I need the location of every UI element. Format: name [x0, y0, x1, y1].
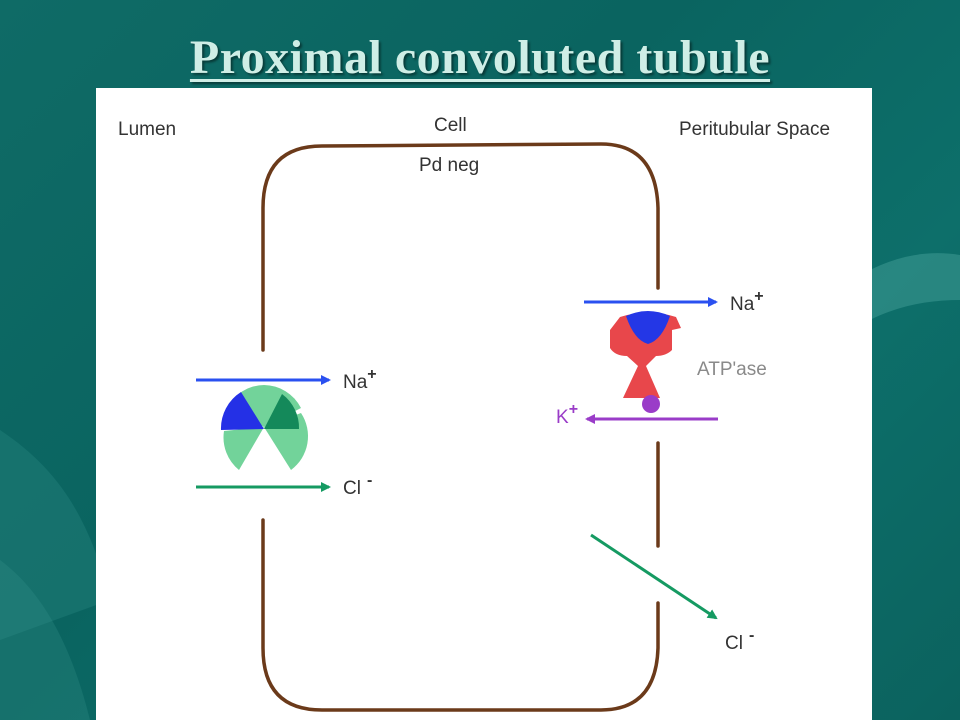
baso-cl-charge: -: [749, 627, 754, 644]
membrane-top: [261, 142, 660, 352]
cotransporter-bottom-left: [223, 427, 264, 470]
membrane-bottom: [261, 518, 660, 712]
lumen-cl-symbol: Cl: [343, 478, 361, 499]
lumen-na-symbol: Na: [343, 372, 368, 393]
baso-cl-arrow: [590, 533, 718, 620]
baso-cl-text: Cl-: [725, 627, 754, 654]
cotransporter-na-site: [220, 392, 264, 430]
lumen-cl-text: Cl-: [343, 472, 372, 499]
baso-na-text: Na+: [730, 288, 764, 315]
baso-k-symbol: K: [556, 407, 569, 428]
baso-k-text: K+: [556, 401, 578, 428]
left-swoosh-lower: [0, 560, 90, 720]
atpase-k-site: [642, 395, 660, 413]
baso-na-symbol: Na: [730, 294, 755, 315]
peritubular-label: Peritubular Space: [679, 119, 830, 140]
left-swoosh: [0, 430, 110, 640]
baso-k-charge: +: [569, 401, 578, 418]
atpase-na-site: [626, 311, 670, 344]
baso-cl-symbol: Cl: [725, 633, 743, 654]
right-swoosh: [870, 253, 960, 320]
lumen-label: Lumen: [118, 119, 176, 140]
cell-label: Cell: [434, 115, 467, 136]
tubule-cell-diagram: Lumen Cell Pd neg Peritubular Space Na+ …: [118, 115, 830, 712]
diagram-panel: [96, 88, 872, 720]
nacl-cotransporter: [220, 385, 309, 470]
lumen-na-text: Na+: [343, 366, 377, 393]
atpase-label: ATP'ase: [697, 359, 767, 380]
cell-pd-label: Pd neg: [419, 155, 479, 176]
lumen-na-charge: +: [367, 366, 376, 383]
na-k-atpase-pump: [610, 311, 681, 413]
baso-na-charge: +: [754, 288, 763, 305]
cotransporter-cl-site: [264, 394, 300, 429]
slide-title: Proximal convoluted tubule: [189, 31, 771, 84]
atpase-body: [610, 312, 681, 398]
cell-membrane: [261, 142, 660, 712]
lumen-cl-charge: -: [367, 472, 372, 489]
